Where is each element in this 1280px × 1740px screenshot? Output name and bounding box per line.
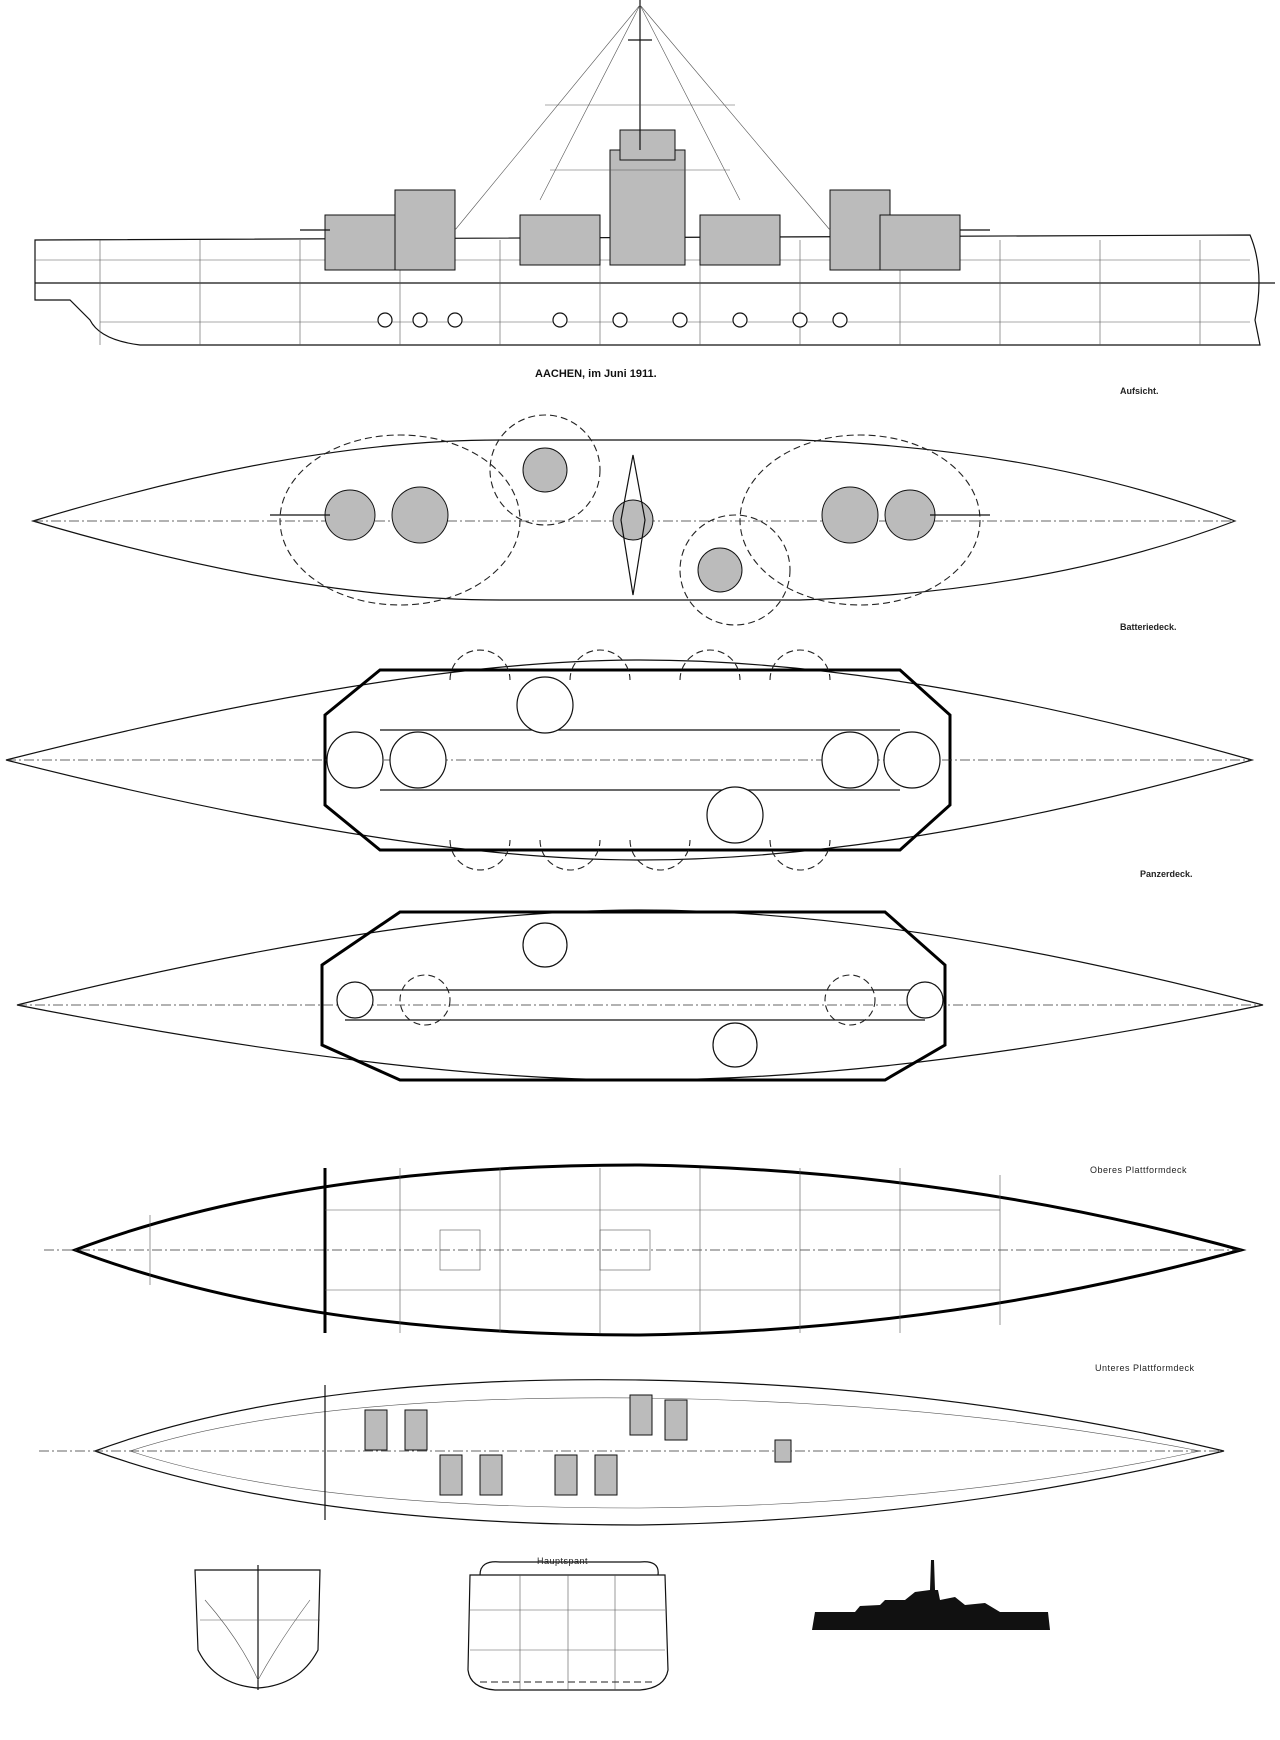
label-panzerdeck: Panzerdeck. bbox=[1140, 869, 1193, 879]
body-plan-section bbox=[194, 1565, 321, 1690]
silhouette bbox=[812, 1560, 1050, 1630]
label-aufsicht: Aufsicht. bbox=[1120, 386, 1159, 396]
unteres-plattformdeck-view bbox=[39, 1379, 1225, 1526]
aufsicht-view bbox=[30, 414, 1237, 626]
drawing-title: AACHEN, im Juni 1911. bbox=[535, 368, 657, 380]
batteriedeck-view bbox=[5, 649, 1255, 871]
panzerdeck-view bbox=[16, 909, 1264, 1082]
label-unteres-plattformdeck: Unteres Plattformdeck bbox=[1095, 1363, 1195, 1373]
label-batteriedeck: Batteriedeck. bbox=[1120, 622, 1177, 632]
label-hauptspant: Hauptspant bbox=[537, 1556, 589, 1566]
label-oberes-plattformdeck: Oberes Plattformdeck bbox=[1090, 1165, 1188, 1175]
side-elevation bbox=[34, 0, 1275, 346]
hauptspant-section bbox=[467, 1561, 669, 1691]
oberes-plattformdeck-view bbox=[44, 1163, 1247, 1337]
